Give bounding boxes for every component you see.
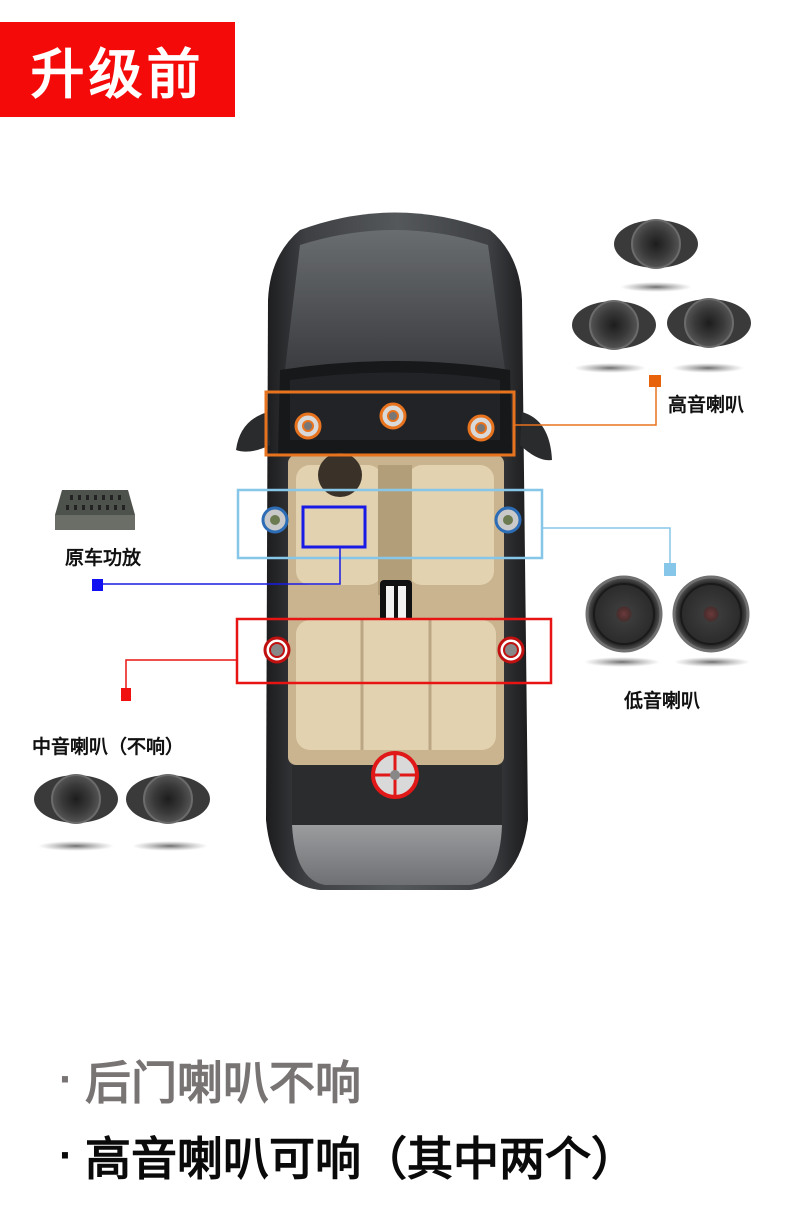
midrange-label: 中音喇叭（不响）: [32, 736, 185, 758]
amplifier-label: 原车功放: [65, 547, 142, 569]
car-top-view-icon: [236, 212, 552, 890]
door-speaker-icon: [494, 506, 522, 534]
midrange-speaker-icon: [34, 774, 118, 851]
midrange-speaker-icon: [126, 774, 210, 851]
woofer-speaker-group: [584, 575, 750, 667]
tweeter-speaker-icon: [294, 412, 322, 440]
tweeter-speaker-icon: [614, 219, 698, 292]
amplifier-highlight: [92, 505, 367, 591]
tweeter-speaker-icon: [467, 414, 495, 442]
midrange-speaker-icon: [263, 636, 291, 664]
tweeter-speaker-group: [572, 219, 751, 373]
woofer-label: 低音喇叭: [624, 690, 701, 712]
midrange-speaker-group: [34, 774, 210, 851]
tweeter-highlight: [264, 375, 661, 457]
page-title: 升级前: [30, 43, 205, 106]
bullet-text: 高音喇叭可响（其中两个）: [85, 1132, 637, 1186]
tweeter-label: 高音喇叭: [668, 394, 745, 416]
door-speaker-icon: [261, 506, 289, 534]
woofer-speaker-icon: [584, 575, 663, 667]
bullet-dot: ·: [58, 1136, 72, 1176]
status-bullet-rear-door: · 后门喇叭不响: [45, 1045, 637, 1115]
tweeter-speaker-icon: [379, 402, 407, 430]
tweeter-speaker-icon: [572, 300, 656, 373]
page-title-badge: 升级前: [0, 22, 235, 117]
status-bullet-tweeter: · 高音喇叭可响（其中两个）: [45, 1121, 637, 1191]
status-bullet-list: · 后门喇叭不响 · 高音喇叭可响（其中两个）: [45, 1045, 637, 1191]
tweeter-speaker-icon: [667, 298, 751, 373]
front-door-highlight: [236, 488, 676, 576]
bullet-dot: ·: [58, 1060, 72, 1100]
amplifier-unit-icon: [55, 490, 135, 530]
rear-door-highlight: [121, 617, 553, 701]
woofer-speaker-icon: [672, 575, 750, 667]
bullet-text: 后门喇叭不响: [85, 1056, 361, 1110]
midrange-speaker-icon: [497, 636, 525, 664]
